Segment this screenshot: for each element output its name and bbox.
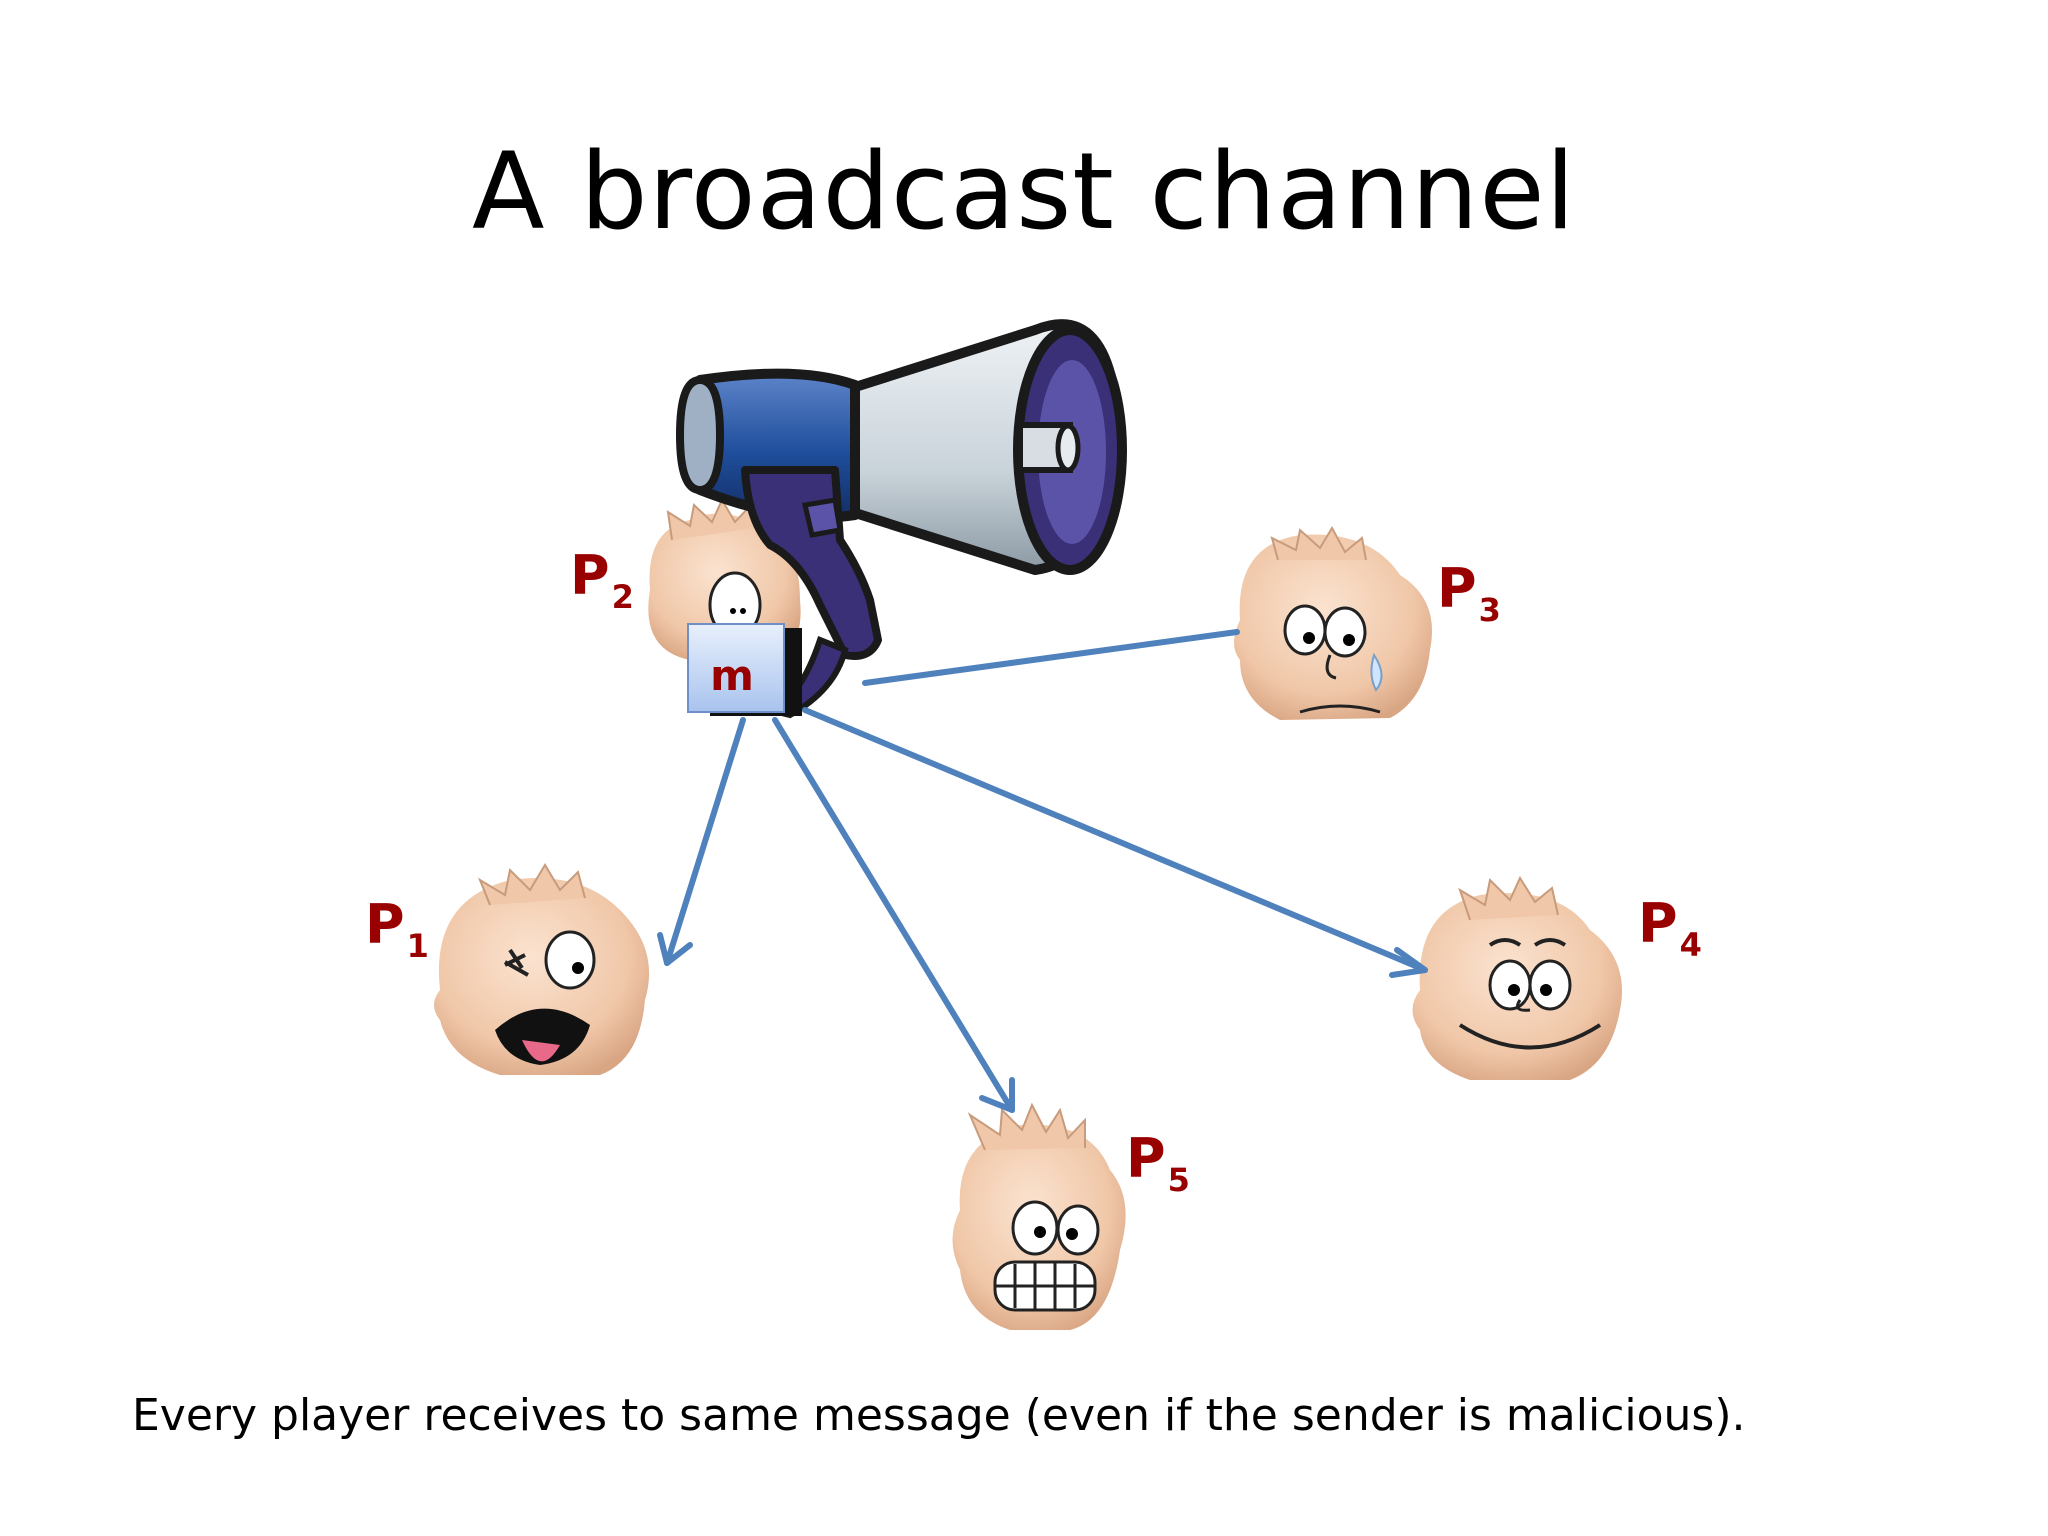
link-to-p3	[862, 629, 1240, 686]
player-p1-face	[434, 863, 650, 1075]
player-label-p1: P1	[365, 893, 429, 965]
player-label-p5: P5	[1126, 1127, 1190, 1199]
broadcast-arrows	[657, 629, 1428, 1113]
arrow-to-p4	[802, 707, 1428, 978]
player-label-p2: P2	[570, 544, 634, 616]
megaphone-icon	[675, 319, 1127, 719]
player-p4-face	[1412, 875, 1622, 1080]
arrow-to-p1	[657, 717, 746, 966]
player-p3-face	[1234, 525, 1432, 720]
player-p5-face	[952, 1102, 1126, 1330]
message-box: m	[687, 623, 802, 716]
player-label-p4: P4	[1638, 892, 1702, 964]
slide-caption: Every player receives to same message (e…	[132, 1390, 1746, 1441]
player-label-p3: P3	[1437, 557, 1501, 629]
arrow-to-p5	[772, 717, 1015, 1113]
message-label: m	[710, 651, 754, 700]
slide-title: A broadcast channel	[472, 130, 1576, 253]
